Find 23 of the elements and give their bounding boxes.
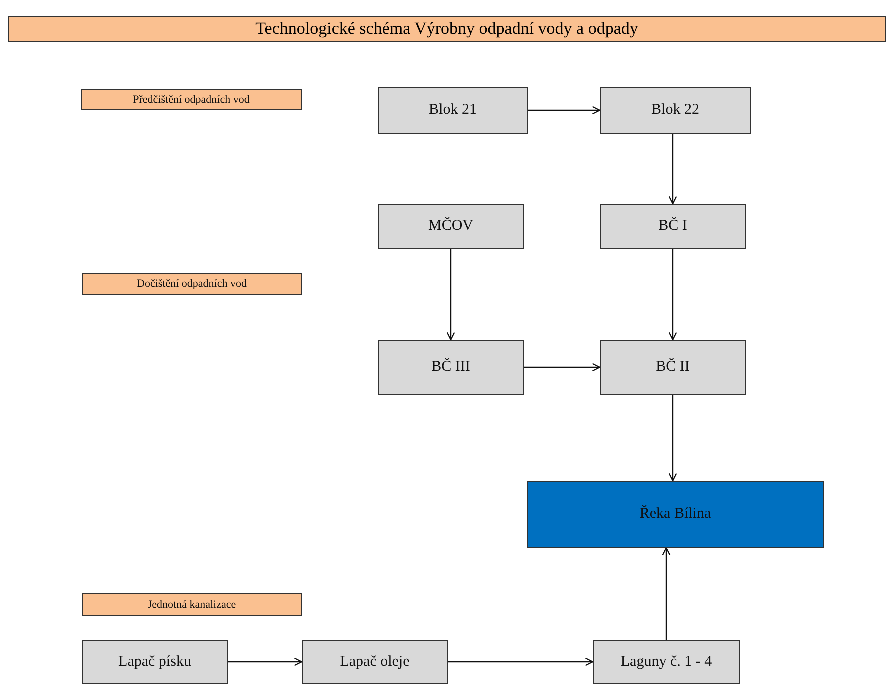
arrow (528, 106, 601, 115)
process-box: BČ II (600, 340, 746, 395)
arrow (668, 134, 678, 205)
arrow (668, 395, 678, 482)
arrow (446, 249, 456, 341)
process-box: BČ I (600, 204, 746, 249)
process-box: BČ III (378, 340, 524, 395)
arrow (228, 658, 303, 666)
process-box: Blok 21 (378, 87, 528, 134)
process-box: Lapač oleje (302, 640, 448, 684)
section-label: Dočištění odpadních vod (82, 273, 302, 295)
arrow (662, 547, 671, 640)
process-box: Blok 22 (600, 87, 751, 134)
arrow (448, 658, 594, 666)
arrow (668, 249, 678, 341)
process-box: Laguny č. 1 - 4 (593, 640, 740, 684)
process-box: MČOV (378, 204, 524, 249)
title-banner: Technologické schéma Výrobny odpadní vody a odpady (8, 16, 886, 42)
section-label: Jednotná kanalizace (82, 593, 302, 616)
arrow (524, 363, 601, 372)
process-box: Lapač písku (82, 640, 228, 684)
river-box: Řeka Bílina (527, 481, 824, 548)
section-label: Předčištění odpadních vod (81, 89, 302, 110)
